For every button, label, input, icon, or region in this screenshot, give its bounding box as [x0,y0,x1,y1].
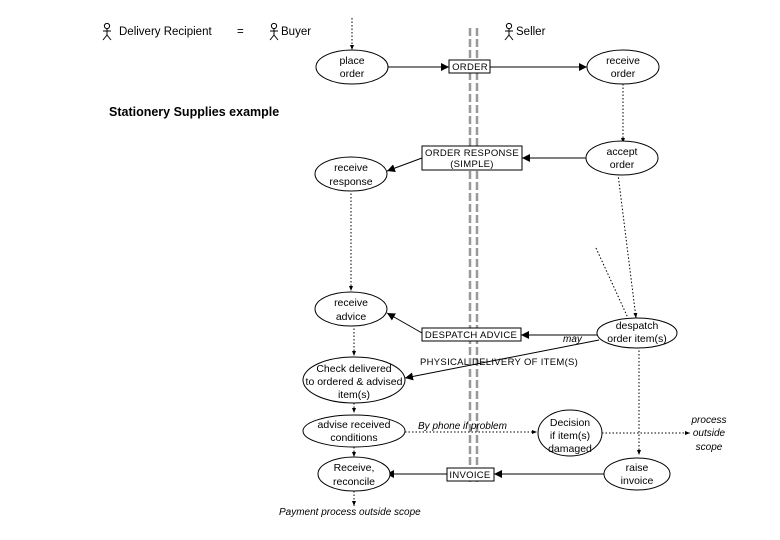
svg-text:response: response [329,176,372,188]
svg-text:ORDER RESPONSE: ORDER RESPONSE [425,148,519,159]
svg-text:outside: outside [693,428,726,439]
order-message-box: ORDER [448,59,491,74]
svg-text:if item(s): if item(s) [550,430,590,442]
svg-text:receive: receive [606,55,640,67]
svg-text:raise: raise [626,462,649,474]
physical-delivery-label: PHYSICAL DELIVERY OF ITEM(S) [420,357,578,368]
svg-text:DESPATCH ADVICE: DESPATCH ADVICE [425,330,517,341]
svg-text:place: place [339,55,364,67]
svg-text:INVOICE: INVOICE [449,470,490,481]
svg-text:accept: accept [607,146,638,158]
receive-response-node: receive response [314,156,388,192]
despatch-advice-receive-arrow [386,312,423,334]
svg-text:to ordered & advised: to ordered & advised [306,376,403,388]
place-order-node: place order [315,49,389,85]
svg-text:item(s): item(s) [338,389,370,401]
svg-text:order: order [610,159,635,171]
svg-text:reconcile: reconcile [333,476,375,488]
svg-text:(SIMPLE): (SIMPLE) [450,159,494,170]
despatch-advice-message-box: DESPATCH ADVICE [421,327,522,342]
svg-text:order: order [340,68,365,80]
svg-text:despatch: despatch [616,320,659,332]
svg-text:advice: advice [336,311,367,323]
receive-advice-node: receive advice [314,291,388,327]
receive-order-node: receive order [586,49,660,85]
svg-text:damaged: damaged [548,443,592,455]
seller-actor-icon [504,22,514,41]
buyer-label: Buyer [281,26,311,38]
by-phone-annotation: By phone if problem [418,421,507,432]
process-outside-scope-note: process outside scope [690,415,726,453]
accept-order-node: accept order [585,140,659,176]
payment-process-note: Payment process outside scope [279,507,421,518]
svg-text:order: order [611,68,636,80]
raise-invoice-node: raise invoice [603,457,671,491]
svg-text:Check delivered: Check delivered [316,363,391,375]
buyer-actor-icon [269,22,279,41]
svg-text:receive: receive [334,162,368,174]
svg-text:process: process [690,415,726,426]
order-response-receive-arrow [386,157,423,172]
delivery-recipient-label: Delivery Recipient [119,26,212,38]
order-response-message-box: ORDER RESPONSE (SIMPLE) [421,145,523,171]
check-delivered-node: Check delivered to ordered & advised ite… [302,356,406,404]
equals-sign: = [237,26,244,38]
decision-damaged-node: Decision if item(s) damaged [537,409,603,457]
svg-text:invoice: invoice [621,475,654,487]
svg-text:Receive,: Receive, [334,462,375,474]
svg-text:ORDER: ORDER [452,62,488,73]
may-annotation: may [563,334,583,345]
invoice-message-box: INVOICE [446,467,495,482]
seller-flow-2 [617,173,638,319]
seller-flow-3 [595,247,629,319]
receive-reconcile-node: Receive, reconcile [317,456,391,492]
seller-label: Seller [516,26,546,38]
advise-received-node: advise received conditions [302,414,406,448]
physical-delivery-arrow [404,339,600,381]
svg-text:receive: receive [334,297,368,309]
diagram-title: Stationery Supplies example [109,105,279,119]
delivery-recipient-actor-icon [102,22,112,41]
svg-text:Decision: Decision [550,417,590,429]
despatch-order-items-node: despatch order item(s) [596,317,678,349]
svg-text:scope: scope [696,442,723,453]
svg-text:advise received: advise received [318,419,391,431]
svg-text:order item(s): order item(s) [607,333,667,345]
svg-text:conditions: conditions [330,432,377,444]
